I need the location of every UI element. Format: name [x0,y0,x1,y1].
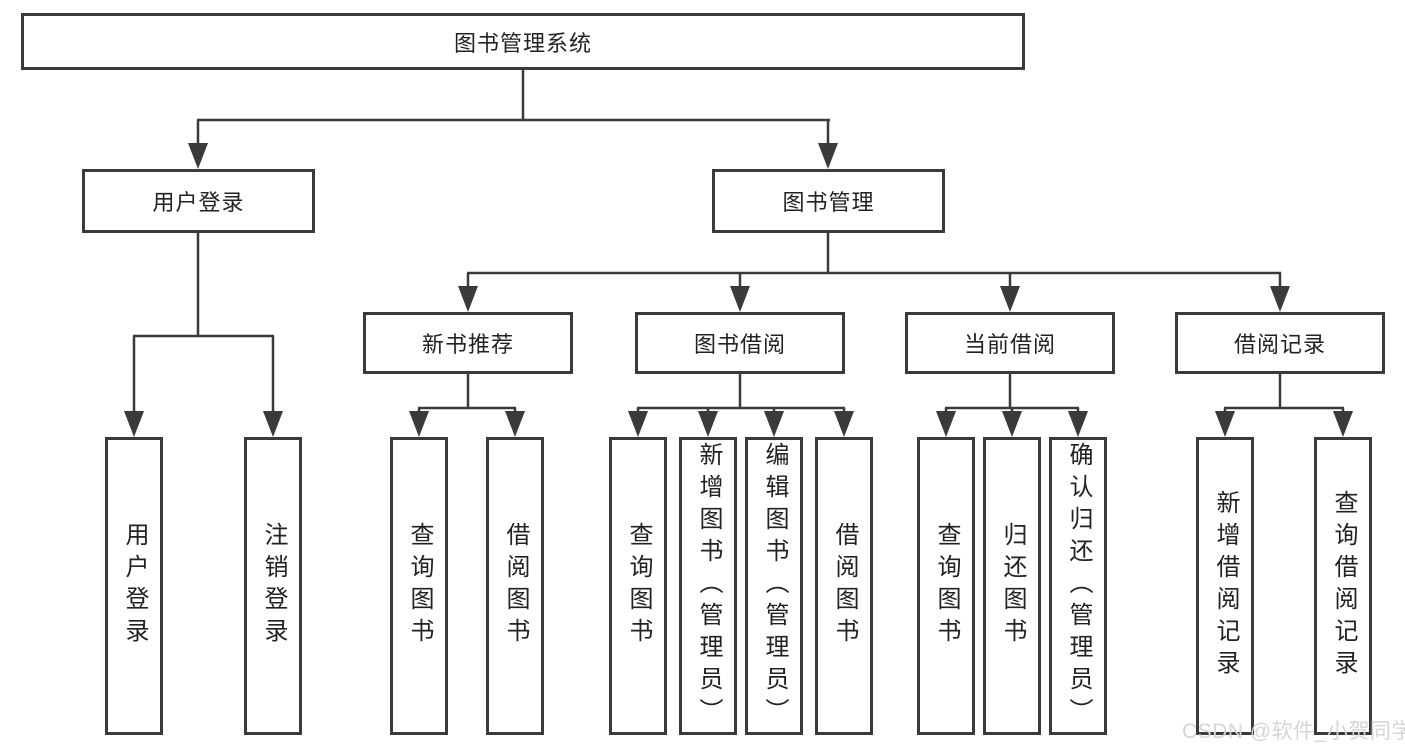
node-label: 用户登录 [152,190,245,215]
node-label: 当前借阅 [963,332,1056,357]
leaf-label: 用户登录 [121,522,148,650]
leaf-label: 查询借阅记录 [1330,490,1357,682]
leaf-query-books-current: 查询图书 [917,437,975,735]
leaf-label: 编辑图书（管理员） [761,442,788,730]
node-new-book-recommend: 新书推荐 [363,312,573,374]
leaf-logout-login: 注销登录 [244,437,302,735]
node-book-borrowing: 图书借阅 [635,312,845,374]
node-root-system: 图书管理系统 [21,13,1025,70]
node-label: 借阅记录 [1233,332,1326,357]
leaf-label: 借阅图书 [831,522,858,650]
leaf-label: 查询图书 [625,522,652,650]
node-borrowing-records: 借阅记录 [1175,312,1385,374]
leaf-borrow-books-recommend: 借阅图书 [486,437,544,735]
leaf-add-borrow-record: 新增借阅记录 [1196,437,1254,735]
leaf-query-borrow-record: 查询借阅记录 [1314,437,1372,735]
leaf-edit-book-admin: 编辑图书（管理员） [745,437,803,735]
node-label: 图书管理 [782,190,875,215]
leaf-confirm-return-admin: 确认归还（管理员） [1049,437,1107,735]
leaf-label: 归还图书 [999,522,1026,650]
leaf-label: 新增图书（管理员） [695,442,722,730]
leaf-user-login: 用户登录 [105,437,163,735]
leaf-label: 注销登录 [260,522,287,650]
leaf-label: 查询图书 [406,522,433,650]
leaf-label: 确认归还（管理员） [1065,442,1092,730]
leaf-add-book-admin: 新增图书（管理员） [679,437,737,735]
leaf-return-book: 归还图书 [983,437,1041,735]
leaf-label: 新增借阅记录 [1212,490,1239,682]
csdn-watermark: CSDN @软件_小贺同学 [1182,720,1405,743]
leaf-label: 借阅图书 [502,522,529,650]
leaf-borrow-books: 借阅图书 [815,437,873,735]
node-user-login: 用户登录 [82,169,315,233]
leaf-query-books-recommend: 查询图书 [390,437,448,735]
node-label: 图书管理系统 [453,30,592,56]
leaf-query-books-borrow: 查询图书 [609,437,667,735]
leaf-label: 查询图书 [933,522,960,650]
node-label: 图书借阅 [693,332,786,357]
node-label: 新书推荐 [421,332,514,357]
arrowhead-icons [124,143,1353,437]
node-current-borrowing: 当前借阅 [905,312,1115,374]
node-book-management: 图书管理 [712,169,945,233]
